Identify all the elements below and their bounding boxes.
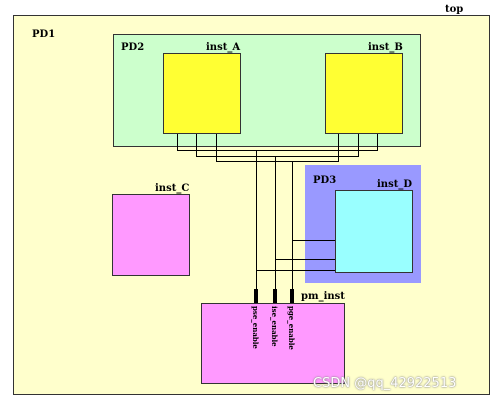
pge-enable-label: pge_enable <box>287 306 296 350</box>
pin <box>290 289 294 304</box>
pse-enable-label: pse_enable <box>251 306 260 349</box>
pm-inst-block <box>201 303 345 384</box>
top-label: top <box>445 4 464 15</box>
inst-d-block <box>335 190 413 273</box>
pin <box>273 289 277 304</box>
inst-c-label: inst_C <box>155 183 190 194</box>
inst-b-label: inst_B <box>368 42 403 53</box>
inst-a-block <box>163 53 241 134</box>
pd2-label: PD2 <box>121 42 145 53</box>
ise-enable-label: ise_enable <box>270 306 279 347</box>
pd1-label: PD1 <box>32 29 56 40</box>
inst-a-label: inst_A <box>206 42 241 53</box>
inst-d-label: inst_D <box>377 179 412 190</box>
pd3-label: PD3 <box>313 175 337 186</box>
inst-c-block <box>112 194 190 276</box>
pm-inst-label: pm_inst <box>301 291 345 302</box>
watermark-text: CSDN @qq_42922513 <box>313 376 457 391</box>
pin <box>254 289 258 304</box>
inst-b-block <box>325 53 403 134</box>
